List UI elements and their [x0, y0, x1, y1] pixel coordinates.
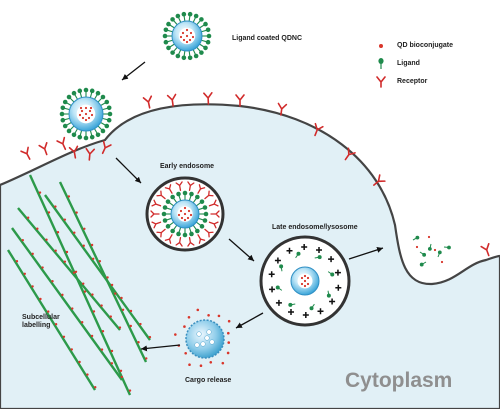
- arrow-binding: [121, 61, 146, 81]
- receptor: [480, 243, 490, 257]
- early-endosome: [145, 176, 225, 252]
- legend-qd-bioconjugate-label: QD bioconjugate: [397, 42, 453, 49]
- receptor-bound: [101, 140, 112, 155]
- qdnc-in-early-endosome: [161, 190, 209, 238]
- late-endosome: [259, 235, 351, 327]
- filament: [44, 194, 152, 341]
- cargo-release-particle: [174, 308, 231, 367]
- label-late-endosome: Late endosome/lysosome: [272, 224, 358, 231]
- label-subcellular-line1: Subcellular: [22, 314, 60, 321]
- arrow-exocytosis: [348, 246, 384, 260]
- legend-receptor-label: Receptor: [397, 78, 428, 85]
- receptor-icon: [376, 76, 386, 88]
- arrow-subcellular: [140, 344, 181, 352]
- receptor: [373, 174, 386, 186]
- receptor-bound: [68, 145, 79, 159]
- receptor: [203, 91, 213, 105]
- filament: [58, 181, 148, 363]
- legend-ligand-label: Ligand: [397, 60, 420, 67]
- exocytosed-fragments: [412, 235, 451, 267]
- receptor: [20, 146, 31, 160]
- receptor: [314, 122, 324, 137]
- filament: [17, 207, 122, 331]
- filament: [6, 249, 97, 391]
- receptor: [38, 142, 48, 156]
- label-ligand-coated-qdnc: Ligand coated QDNC: [232, 35, 303, 42]
- arrow-cargo-release: [235, 312, 264, 329]
- filament: [28, 174, 132, 396]
- qdnc-in-late-endosome: [290, 266, 320, 296]
- receptor: [344, 147, 356, 161]
- qd-bioconjugate-icon: [379, 44, 383, 48]
- particle-group: [56, 11, 212, 161]
- receptor: [166, 93, 177, 107]
- label-subcellular-line2: labelling: [22, 322, 51, 330]
- legend: [376, 44, 386, 88]
- receptor: [235, 94, 245, 107]
- ligand-icon: [378, 58, 384, 69]
- label-early-endosome: Early endosome: [160, 163, 215, 170]
- arrow-to-early-endosome: [115, 157, 142, 184]
- receptor: [142, 95, 153, 109]
- pathway-arrows: [115, 61, 384, 352]
- receptor: [277, 102, 288, 116]
- qdnc-membrane-bound: [59, 87, 113, 141]
- label-cytoplasm: Cytoplasm: [345, 369, 453, 392]
- receptor-bound: [85, 147, 96, 161]
- label-subcellular: Subcellular labelling: [22, 314, 60, 330]
- arrow-to-late-endosome: [228, 238, 255, 262]
- label-cargo-release: Cargo release: [185, 377, 232, 384]
- filament-group: [6, 174, 152, 396]
- qdnc-free-particle: [162, 11, 212, 61]
- receptor-group: [20, 91, 490, 257]
- filament: [11, 227, 124, 381]
- receptor-bound: [56, 136, 67, 151]
